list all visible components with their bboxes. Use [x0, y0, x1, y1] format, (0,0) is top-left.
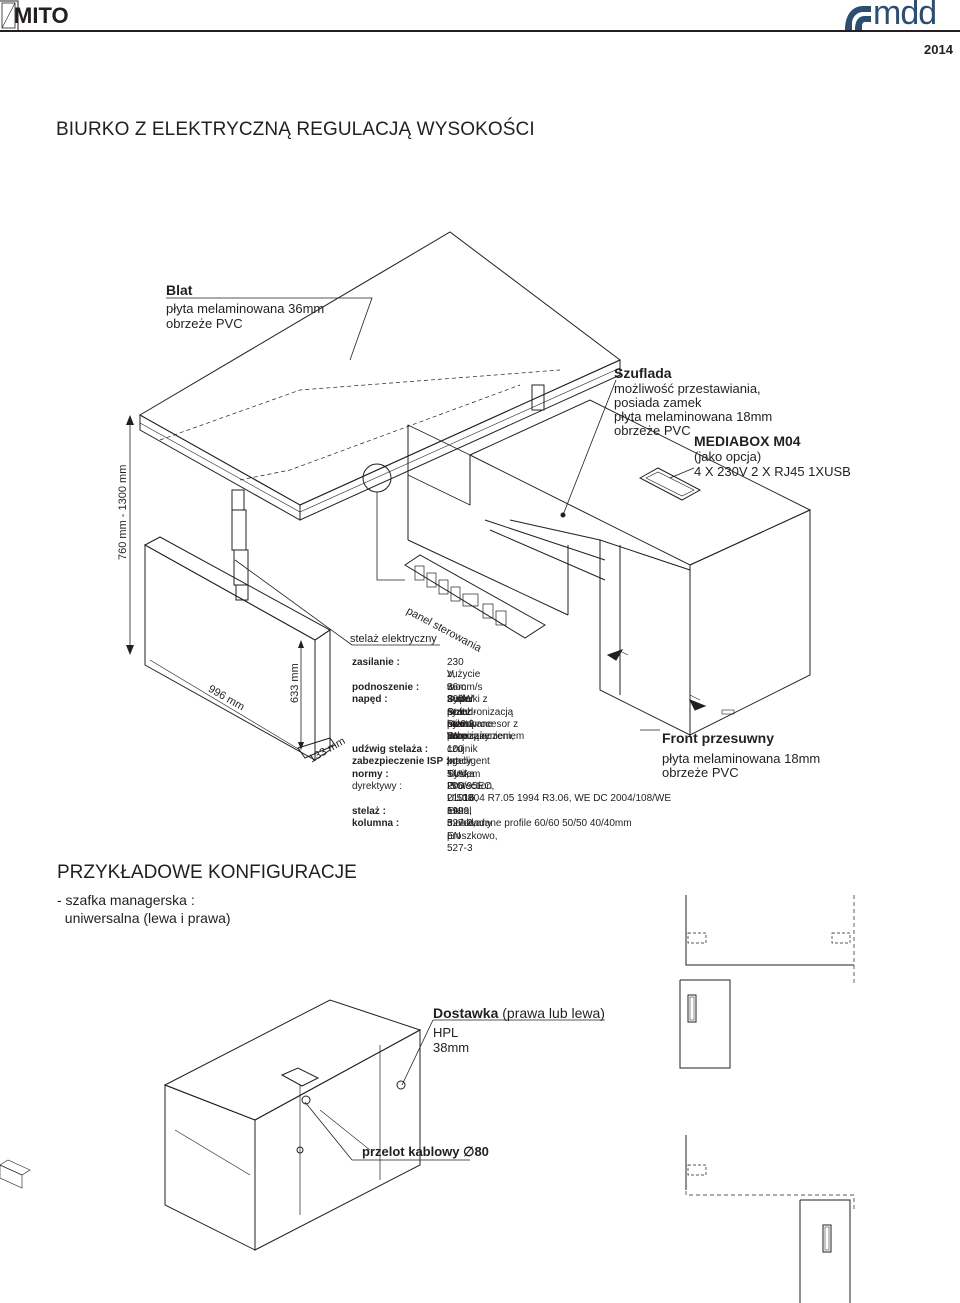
spec-value: metal malowany proszkowo, [447, 805, 498, 842]
configs-heading: PRZYKŁADOWE KONFIGURACJE [57, 862, 357, 883]
page-title: BIURKO Z ELEKTRYCZNĄ REGULACJĄ WYSOKOŚCI [56, 119, 535, 140]
spec-row: zużycie w trybie Stand-by 0.3 W [352, 669, 480, 742]
spec-row: termiczny czujnik pracy silnika [352, 731, 490, 779]
callout-szuflada-line2: posiada zamek [614, 395, 702, 410]
spec-key: normy : [352, 768, 389, 780]
callout-blat-line2: obrzeże PVC [166, 316, 243, 331]
dostawka-line1: HPL [433, 1025, 459, 1040]
spec-row: udźwig stelaża : 100 kg [352, 743, 464, 767]
spec-key: zasilanie : [352, 657, 400, 668]
callout-front-name: Front przesuwny [662, 730, 775, 746]
callout-blat-name: Blat [166, 282, 193, 298]
spec-value: Intelligent System Protection [447, 756, 493, 792]
spec-row: podnoszenie : 36mm/s Super Soft-Start-Sto… [352, 681, 483, 743]
header-corner-mark [0, 0, 19, 30]
spec-value: termiczny czujnik pracy silnika [447, 731, 490, 780]
callout-szuflada: Szuflada [614, 366, 672, 381]
spec-value: 36mm/s Super Soft-Start-Stop [447, 681, 483, 743]
header-rule [0, 30, 960, 32]
spec-row: zabezpieczenie ISP :Intelligent System P… [352, 756, 492, 792]
callout-szuflada-name: Szuflada [614, 365, 672, 381]
spec-key: udźwig stelaża : [352, 743, 429, 755]
callout-front-line2: obrzeże PVC [662, 765, 739, 780]
plan-views [679, 895, 855, 1303]
spec-row: przed przeciążeniem, [352, 719, 514, 742]
spec-row: napęd : 2 silniki z synchronizacją sterow… [352, 694, 513, 730]
spec-row: przez mikroprocesor z zabezpieczeniem [352, 707, 524, 743]
dim-633: 633 mm [289, 663, 301, 703]
spec-row: zasilanie : 230 V, moc 300W [352, 657, 473, 705]
spec-key: podnoszenie : [352, 681, 420, 693]
dostawka-suffix: (prawa lub lewa) [498, 1005, 605, 1021]
dostawka-drawing [0, 999, 605, 1251]
spec-value: 3 nakładane profile 60/60 50/50 40/40mm [447, 818, 632, 830]
configs-item-line1: - szafka managerska : [57, 892, 195, 908]
callout-mediabox-name: MEDIABOX M04 [694, 433, 801, 449]
spec-value: 206/95EC, Ul508 1999, [447, 780, 495, 817]
spec-row: stelaż : metal malowany proszkowo, [352, 805, 498, 842]
dostawka-line2: 38mm [433, 1040, 470, 1055]
callout-szuflada-line3: płyta melaminowana 18mm [614, 409, 773, 424]
brand-logo-text: mdd [873, 0, 937, 32]
spec-key: napęd : [352, 694, 388, 706]
callout-szuflada-line4: obrzeże PVC [614, 423, 691, 438]
spec-row: kolumna : 3 nakładane profile 60/60 50/50… [352, 818, 632, 830]
year-label: 2014 [924, 42, 953, 57]
spec-value: UL.1004 R7.05 1994 R3.06, WE DC 2004/108… [447, 793, 672, 805]
callout-blat: Blat [166, 283, 192, 298]
spec-value: 230 V, moc 300W [447, 657, 474, 706]
spec-key: dyrektywy : [352, 780, 403, 792]
callout-mediabox-line2: 4 X 230V 2 X RJ45 1XUSB [694, 464, 851, 479]
callout-mediabox-line1: (jako opcja) [694, 449, 762, 464]
spec-key: kolumna : [352, 818, 400, 830]
spec-row: normy : TUV, ISO 21016, EN 527-2, EN 527-… [352, 768, 478, 854]
configs-item-line2: uniwersalna (lewa i prawa) [57, 910, 231, 926]
callout-blat-line1: płyta melaminowana 36mm [166, 301, 325, 316]
product-name: MITO [14, 3, 69, 28]
spec-value: 100 kg [447, 743, 464, 768]
callout-mediabox: MEDIABOX M04 [694, 434, 801, 449]
dostawka-title: Dostawka (prawa lub lewa) [433, 1005, 605, 1021]
callout-front-line1: płyta melaminowana 18mm [662, 751, 821, 766]
spec-row: UL.1004 R7.05 1994 R3.06, WE DC 2004/108… [352, 793, 671, 805]
brand-logo-icon [845, 6, 871, 30]
dostawka-name: Dostawka [433, 1005, 499, 1021]
label-stelaz: stelaż elektryczny [350, 633, 437, 645]
dim-height: 760 mm - 1300 mm [117, 464, 129, 560]
spec-table: zasilanie : 230 V, moc 300W zużycie w try… [352, 657, 671, 854]
spec-row: dyrektywy : 206/95EC, Ul508 1999, [352, 780, 494, 817]
callout-szuflada-line1: możliwość przestawiania, [614, 381, 761, 396]
spec-value: przed przeciążeniem, [447, 718, 515, 743]
spec-key: stelaż : [352, 805, 386, 817]
przelot-label: przelot kablowy ∅80 [362, 1144, 489, 1159]
desk-drawing [126, 231, 812, 761]
spec-value: przez mikroprocesor z zabezpieczeniem [447, 706, 525, 743]
callout-front: Front przesuwny [662, 731, 774, 746]
spec-value: 2 silniki z synchronizacją sterowane [447, 694, 514, 730]
spec-value: zużycie w trybie Stand-by 0.3 W [447, 669, 481, 743]
spec-key: zabezpieczenie ISP : [352, 756, 450, 768]
spec-value: TUV, ISO 21016, EN 527-2, EN 527-3 [447, 768, 478, 854]
